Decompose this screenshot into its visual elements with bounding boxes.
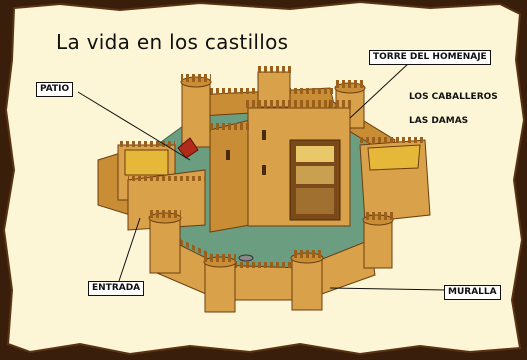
page-title: La vida en los castillos bbox=[56, 30, 289, 54]
link-los-caballeros[interactable]: LOS CABALLEROS bbox=[409, 92, 498, 102]
right-wing bbox=[358, 137, 431, 223]
link-las-damas[interactable]: LAS DAMAS bbox=[409, 116, 469, 126]
well bbox=[238, 254, 254, 262]
tower-front-center bbox=[203, 254, 237, 313]
patio-tent bbox=[177, 137, 199, 159]
pointer-lines bbox=[77, 61, 447, 291]
keep bbox=[208, 100, 352, 233]
label-torre-del-homenaje[interactable]: TORRE DEL HOMENAJE bbox=[369, 50, 491, 65]
tower-right bbox=[362, 212, 394, 269]
label-patio[interactable]: PATIO bbox=[36, 82, 74, 97]
left-wing bbox=[97, 141, 206, 231]
tower-back-left bbox=[180, 74, 212, 148]
label-muralla[interactable]: MURALLA bbox=[444, 285, 501, 300]
tower-front-right bbox=[290, 250, 324, 311]
tower-front-left bbox=[148, 210, 182, 274]
label-entrada[interactable]: ENTRADA bbox=[88, 281, 145, 296]
